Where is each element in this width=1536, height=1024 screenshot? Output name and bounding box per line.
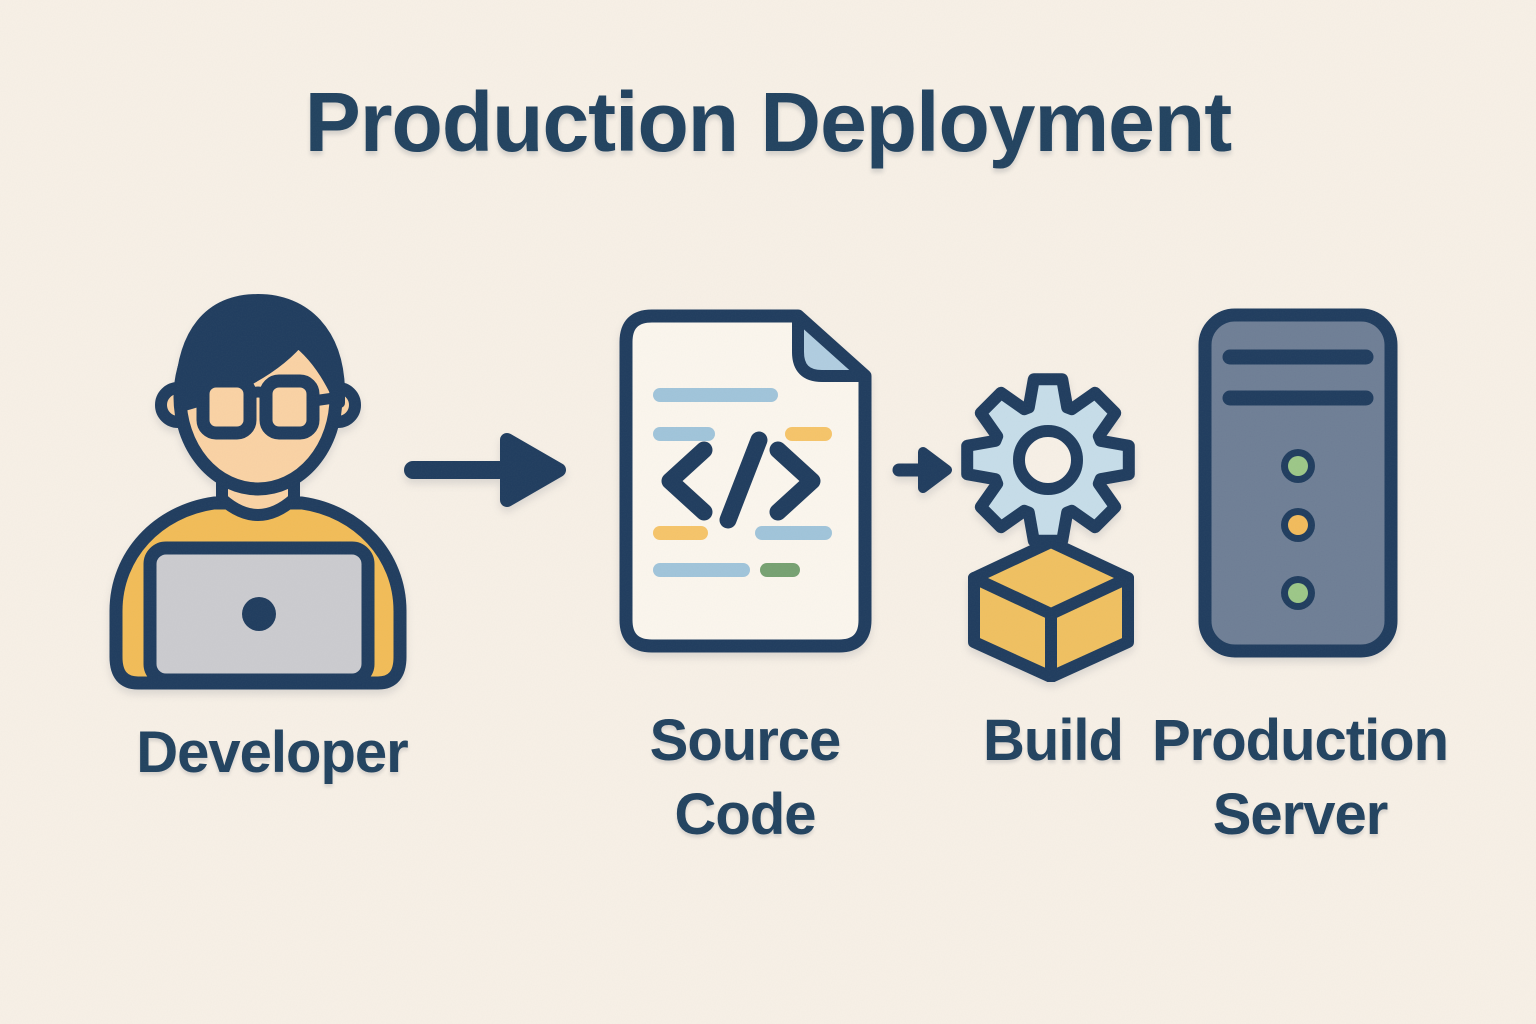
page-title: Production Deployment [304, 75, 1232, 169]
arrow-right-icon [403, 430, 573, 510]
developer-label: Developer [136, 720, 408, 785]
gear-package-icon [958, 372, 1138, 682]
production-server-label: Production Server [1151, 708, 1449, 847]
developer-at-laptop-icon [108, 285, 408, 690]
small-arrow-right-icon [891, 442, 959, 498]
source-code-label: Source Code [649, 708, 842, 847]
code-document-icon [616, 306, 872, 658]
server-tower-icon [1198, 308, 1398, 658]
